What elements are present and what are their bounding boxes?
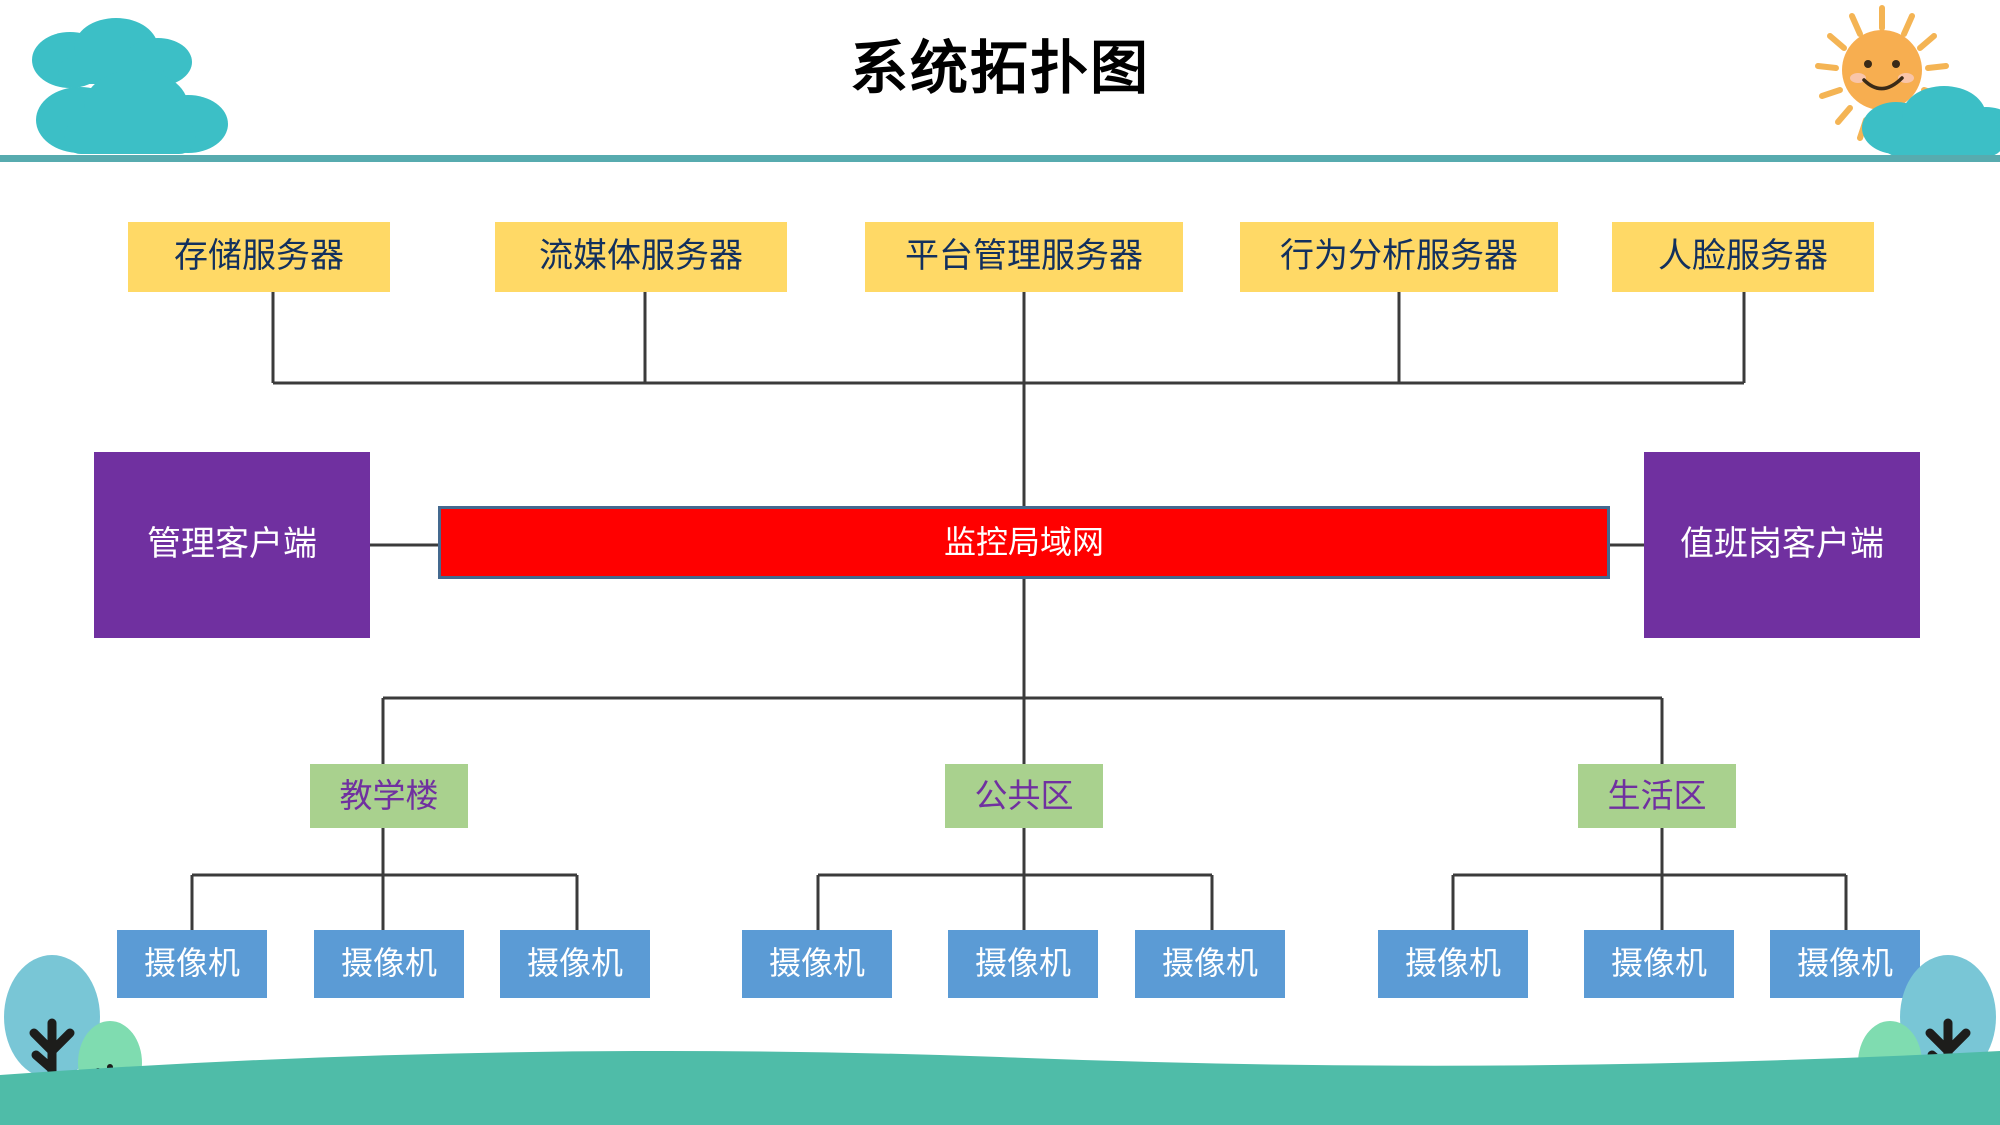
- client-node[interactable]: 值班岗客户端: [1644, 452, 1920, 638]
- zone-node[interactable]: 生活区: [1578, 764, 1736, 828]
- camera-node[interactable]: 摄像机: [948, 930, 1098, 998]
- camera-node[interactable]: 摄像机: [1584, 930, 1734, 998]
- camera-node[interactable]: 摄像机: [1378, 930, 1528, 998]
- server-node[interactable]: 人脸服务器: [1612, 222, 1874, 292]
- camera-node[interactable]: 摄像机: [117, 930, 267, 998]
- server-node[interactable]: 存储服务器: [128, 222, 390, 292]
- lan-node[interactable]: 监控局域网: [438, 506, 1610, 579]
- client-node[interactable]: 管理客户端: [94, 452, 370, 638]
- zone-node[interactable]: 教学楼: [310, 764, 468, 828]
- page-title: 系统拓扑图: [849, 34, 1150, 102]
- camera-node[interactable]: 摄像机: [1770, 930, 1920, 998]
- camera-node[interactable]: 摄像机: [1135, 930, 1285, 998]
- camera-node[interactable]: 摄像机: [742, 930, 892, 998]
- camera-node[interactable]: 摄像机: [500, 930, 650, 998]
- server-node[interactable]: 行为分析服务器: [1240, 222, 1558, 292]
- zone-node[interactable]: 公共区: [945, 764, 1103, 828]
- server-node[interactable]: 平台管理服务器: [865, 222, 1183, 292]
- server-node[interactable]: 流媒体服务器: [495, 222, 787, 292]
- header-divider: [0, 155, 2000, 162]
- camera-node[interactable]: 摄像机: [314, 930, 464, 998]
